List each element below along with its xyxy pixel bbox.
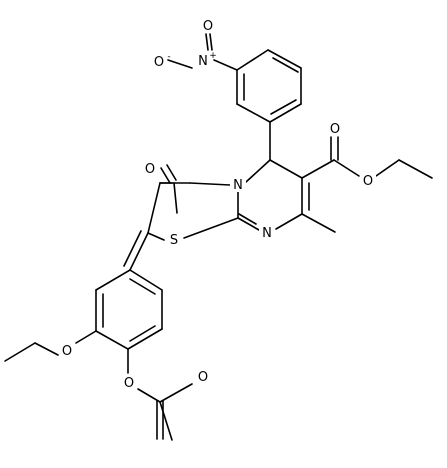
atom-ketone-o: O	[142, 160, 158, 177]
atom-label: O	[198, 370, 208, 385]
atom-label: N	[198, 54, 208, 69]
atom-acetyl-o: O	[195, 368, 211, 385]
atom-charge: -	[167, 52, 170, 62]
atom-ring-n: N	[230, 176, 246, 193]
atom-pyrimidine-n: N	[259, 224, 275, 241]
atom-label: O	[154, 55, 164, 70]
atom-label: O	[124, 376, 134, 391]
atom-labels: O - N + O O O O N S	[59, 17, 376, 391]
atom-label: S	[170, 233, 178, 248]
atom-ester-o-ether: O	[360, 172, 376, 189]
atom-label: O	[62, 344, 72, 359]
atom-ester-o-carbonyl: O	[327, 120, 343, 137]
atom-label: O	[203, 19, 213, 34]
atom-label: N	[233, 178, 243, 193]
bonds	[4, 33, 433, 441]
atom-label: O	[330, 122, 340, 137]
atom-sulfur: S	[166, 231, 182, 248]
atom-ethoxy-o: O	[59, 342, 75, 359]
atom-label: O	[363, 174, 373, 189]
atom-charge: +	[209, 51, 217, 61]
atom-acetoxy-o: O	[121, 374, 137, 391]
atom-nitro-o-minus: O -	[151, 52, 171, 70]
atom-label: N	[262, 226, 272, 241]
atom-nitro-n: N +	[195, 51, 217, 69]
atom-label: O	[145, 162, 155, 177]
atom-nitro-o: O	[200, 17, 216, 34]
